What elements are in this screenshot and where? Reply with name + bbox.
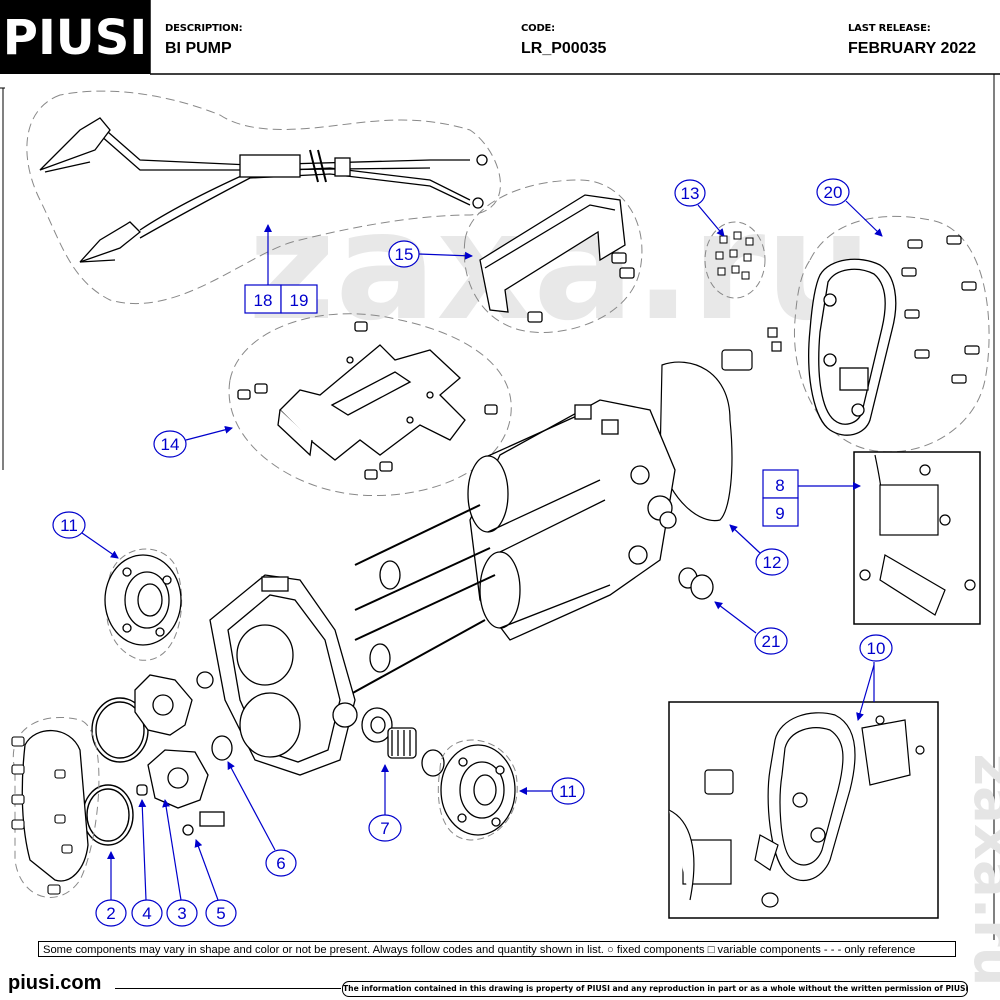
rear-cover-part: [793, 215, 990, 453]
spring-part: [361, 707, 445, 777]
callout-2-label: 2: [106, 904, 115, 923]
callout-20: 20: [816, 178, 883, 237]
battery-cable-group: [26, 90, 501, 305]
disclaimer-note: Some components may vary in shape and co…: [38, 941, 956, 957]
callout-11-upper: 11: [52, 511, 119, 559]
handle-part: [463, 179, 643, 333]
flange-lower-part: [437, 739, 518, 841]
callout-15-label: 15: [395, 245, 414, 264]
callout-10-label: 10: [867, 639, 886, 658]
callout-7-label: 7: [380, 819, 389, 838]
callout-6-label: 6: [276, 854, 285, 873]
callout-19-label: 19: [290, 291, 309, 310]
callout-21: 21: [714, 601, 788, 655]
callout-14: 14: [153, 425, 233, 458]
callout-5: 5: [194, 839, 237, 927]
legal-notice: The information contained in this drawin…: [342, 981, 968, 997]
code-value: LR_P00035: [521, 40, 607, 57]
callout-13: 13: [674, 179, 725, 237]
release-label: LAST RELEASE:: [848, 23, 931, 34]
callout-20-label: 20: [824, 183, 843, 202]
callout-11-lower-label: 11: [559, 782, 577, 801]
front-cover-part: [11, 716, 100, 898]
callout-18-19: 18 19: [244, 224, 318, 314]
description-value: BI PUMP: [165, 40, 232, 57]
detail-box-8-9: 8 9: [762, 451, 981, 625]
callout-18-label: 18: [254, 291, 273, 310]
watermark-vertical: zaxa.ru: [961, 753, 1000, 986]
callout-3: 3: [162, 799, 198, 927]
callout-15: 15: [388, 240, 473, 268]
callout-5-label: 5: [216, 904, 225, 923]
twin-motor-body-part: [339, 361, 733, 701]
logo-wordmark: PIUSI: [3, 10, 147, 66]
callout-12-label: 12: [763, 553, 782, 572]
piusi-logo: PIUSI: [0, 0, 150, 74]
callout-13-label: 13: [681, 184, 700, 203]
callout-7: 7: [368, 764, 402, 842]
callout-14-label: 14: [161, 435, 180, 454]
callout-8-label: 8: [775, 476, 784, 495]
callout-4-label: 4: [142, 904, 151, 923]
callout-6: 6: [227, 761, 297, 877]
callout-3-label: 3: [177, 904, 186, 923]
drawing-frame: [0, 0, 1000, 940]
detail-box-10: 10: [668, 634, 939, 919]
code-label: CODE:: [521, 23, 555, 34]
callout-11-upper-label: 11: [60, 516, 78, 535]
callout-4: 4: [131, 799, 163, 927]
switch-part: [721, 327, 782, 371]
callout-9-label: 9: [775, 504, 784, 523]
screw-set-part: [704, 221, 766, 299]
callout-12: 12: [729, 524, 789, 576]
callout-11-lower: 11: [519, 777, 585, 805]
pump-housing-part: [196, 574, 358, 776]
o-ring-2-part: [82, 697, 149, 846]
callout-21-label: 21: [762, 632, 781, 651]
description-label: DESCRIPTION:: [165, 23, 243, 34]
watermark-text: zaxa.ru: [248, 180, 872, 354]
footer-divider: [115, 988, 341, 989]
rotor-part: [134, 674, 233, 836]
mounting-plate-part: [228, 313, 512, 497]
release-value: FEBRUARY 2022: [848, 40, 977, 57]
callout-2: 2: [95, 851, 127, 927]
flange-upper-part: [104, 548, 183, 661]
footer-website: piusi.com: [8, 972, 102, 994]
